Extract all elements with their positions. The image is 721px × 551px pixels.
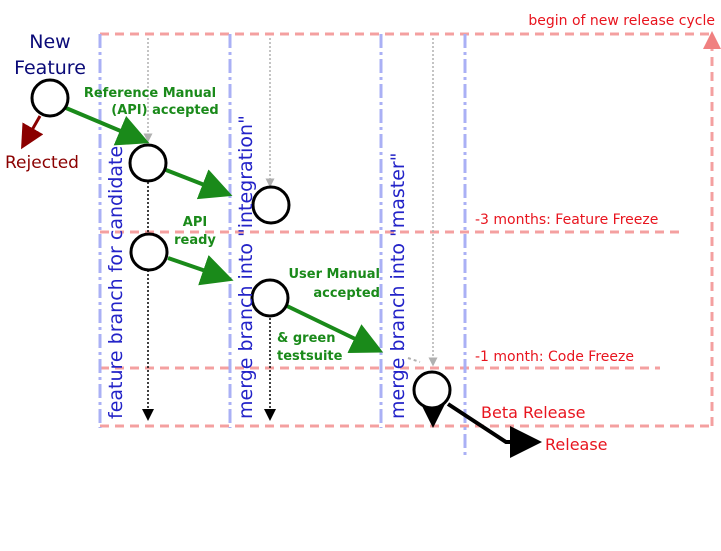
transition-arrow (165, 168, 233, 200)
user-manual-label: accepted (313, 286, 380, 301)
transitions (21, 106, 542, 458)
green-testsuite-label: testsuite (277, 349, 343, 364)
node-api-ready (129, 232, 169, 272)
nodes (30, 78, 452, 410)
feature-freeze-label: -3 months: Feature Freeze (475, 212, 658, 228)
api-ready-label: ready (174, 233, 216, 248)
new-feature-label: Feature (14, 57, 86, 79)
node-candidate (128, 143, 168, 183)
code-freeze-label: -1 month: Code Freeze (475, 349, 634, 365)
release-arrow (446, 402, 542, 458)
node-user-manual (250, 278, 290, 318)
rejected-arrow (21, 115, 44, 150)
release-cycle-label: begin of new release cycle (528, 13, 715, 29)
transition-arrow (65, 106, 150, 146)
release-label: Release (545, 435, 608, 454)
node-new-feature (30, 78, 70, 118)
beta-release-label: Beta Release (481, 403, 586, 422)
lane-label-feature-branch: feature branch for candidate (105, 146, 127, 419)
node-master (412, 370, 452, 410)
transition-arrow (286, 304, 384, 353)
api-ready-label: API (183, 215, 207, 230)
phase-lines (100, 31, 721, 428)
lane-separators (98, 34, 467, 458)
node-integration (251, 185, 291, 225)
guide-line (407, 357, 421, 363)
ref-manual-label: Reference Manual (84, 86, 216, 101)
transition-arrow (167, 255, 234, 286)
new-feature-label: New (29, 31, 70, 53)
lane-label-merge-integration: merge branch into "integration" (235, 115, 257, 419)
rejected-label: Rejected (5, 153, 79, 173)
user-manual-label: User Manual (289, 267, 381, 282)
lane-label-merge-master: merge branch into "master" (387, 153, 409, 419)
grey-guides (143, 38, 438, 367)
green-testsuite-label: & green (277, 331, 335, 346)
ref-manual-label: (API) accepted (111, 103, 218, 118)
labels: New Feature Rejected Reference Manual (A… (5, 13, 715, 454)
timeline-lines (142, 182, 445, 428)
